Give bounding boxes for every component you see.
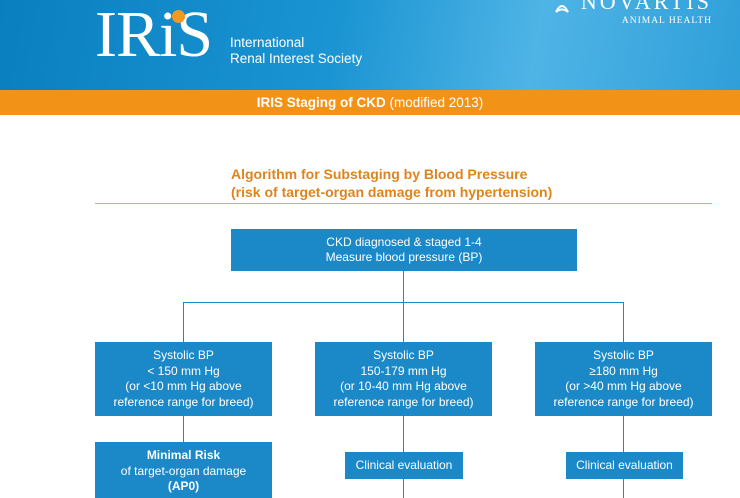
branch-box-low: Systolic BP < 150 mm Hg (or <10 mm Hg ab… — [95, 342, 272, 416]
connector-top-down — [403, 270, 404, 302]
algorithm-title-line-2: (risk of target-organ damage from hypert… — [231, 184, 553, 200]
branch-low-line-1: Systolic BP — [153, 348, 214, 362]
algorithm-title: Algorithm for Substaging by Blood Pressu… — [231, 165, 552, 201]
banner-title-rest: (modified 2013) — [385, 95, 484, 110]
ckd-diagnosed-box: CKD diagnosed & staged 1-4 Measure blood… — [231, 229, 577, 271]
branch-high-line-3: (or >40 mm Hg above — [565, 379, 682, 393]
branch-moderate-line-3: (or 10-40 mm Hg above — [340, 379, 467, 393]
branch-high-line-4: reference range for breed) — [553, 394, 694, 409]
banner: IRIS Staging of CKD (modified 2013) — [0, 90, 740, 115]
connector-middle-continue — [403, 478, 404, 498]
logo-wordmark: IRiS — [95, 0, 213, 71]
clinical-evaluation-box-moderate: Clinical evaluation — [345, 452, 463, 479]
society-line-2: Renal Interest Society — [230, 51, 363, 66]
connector-left-outcome — [183, 416, 184, 442]
minimal-risk-line-2: of target-organ damage — [120, 463, 247, 478]
header: IRiS International Renal Interest Societ… — [0, 0, 740, 90]
society-name: International Renal Interest Society — [230, 35, 362, 67]
novartis-flame-icon — [555, 5, 569, 13]
connector-left-down — [183, 302, 184, 342]
banner-title-bold: IRIS Staging of CKD — [256, 95, 386, 110]
branch-low-line-2: < 150 mm Hg — [147, 363, 220, 378]
minimal-risk-code: (AP0) — [167, 479, 200, 493]
minimal-risk-title: Minimal Risk — [146, 448, 221, 462]
connector-right-continue — [623, 478, 624, 498]
logo-dot-icon — [172, 10, 185, 23]
title-divider — [95, 203, 712, 204]
sponsor-subtitle: ANIMAL HEALTH — [621, 16, 712, 26]
clinical-evaluation-label: Clinical evaluation — [355, 457, 453, 472]
branch-low-line-3: (or <10 mm Hg above — [125, 379, 242, 393]
branch-moderate-line-2: 150-179 mm Hg — [360, 363, 447, 378]
sponsor-logo: NOVARTIS ANIMAL HEALTH — [555, 0, 712, 27]
branch-moderate-line-1: Systolic BP — [373, 348, 434, 362]
connector-middle-outcome — [403, 416, 404, 452]
algorithm-title-line-1: Algorithm for Substaging by Blood Pressu… — [231, 166, 528, 182]
clinical-evaluation-box-high: Clinical evaluation — [566, 452, 683, 479]
branch-box-high: Systolic BP ≥180 mm Hg (or >40 mm Hg abo… — [535, 342, 712, 416]
top-box-line-2: Measure blood pressure (BP) — [325, 250, 483, 264]
top-box-line-1: CKD diagnosed & staged 1-4 — [326, 234, 482, 249]
connector-right-down — [623, 302, 624, 342]
minimal-risk-box: Minimal Risk of target-organ damage (AP0… — [95, 442, 272, 498]
connector-middle-down — [403, 302, 404, 342]
connector-right-outcome — [623, 416, 624, 452]
branch-high-line-1: Systolic BP — [593, 348, 654, 362]
branch-moderate-line-4: reference range for breed) — [333, 394, 474, 409]
branch-box-moderate: Systolic BP 150-179 mm Hg (or 10-40 mm H… — [315, 342, 492, 416]
branch-low-line-4: reference range for breed) — [113, 394, 254, 409]
sponsor-name: NOVARTIS — [580, 0, 712, 14]
clinical-evaluation-label: Clinical evaluation — [576, 457, 673, 472]
society-line-1: International — [230, 35, 305, 50]
branch-high-line-2: ≥180 mm Hg — [589, 363, 658, 378]
